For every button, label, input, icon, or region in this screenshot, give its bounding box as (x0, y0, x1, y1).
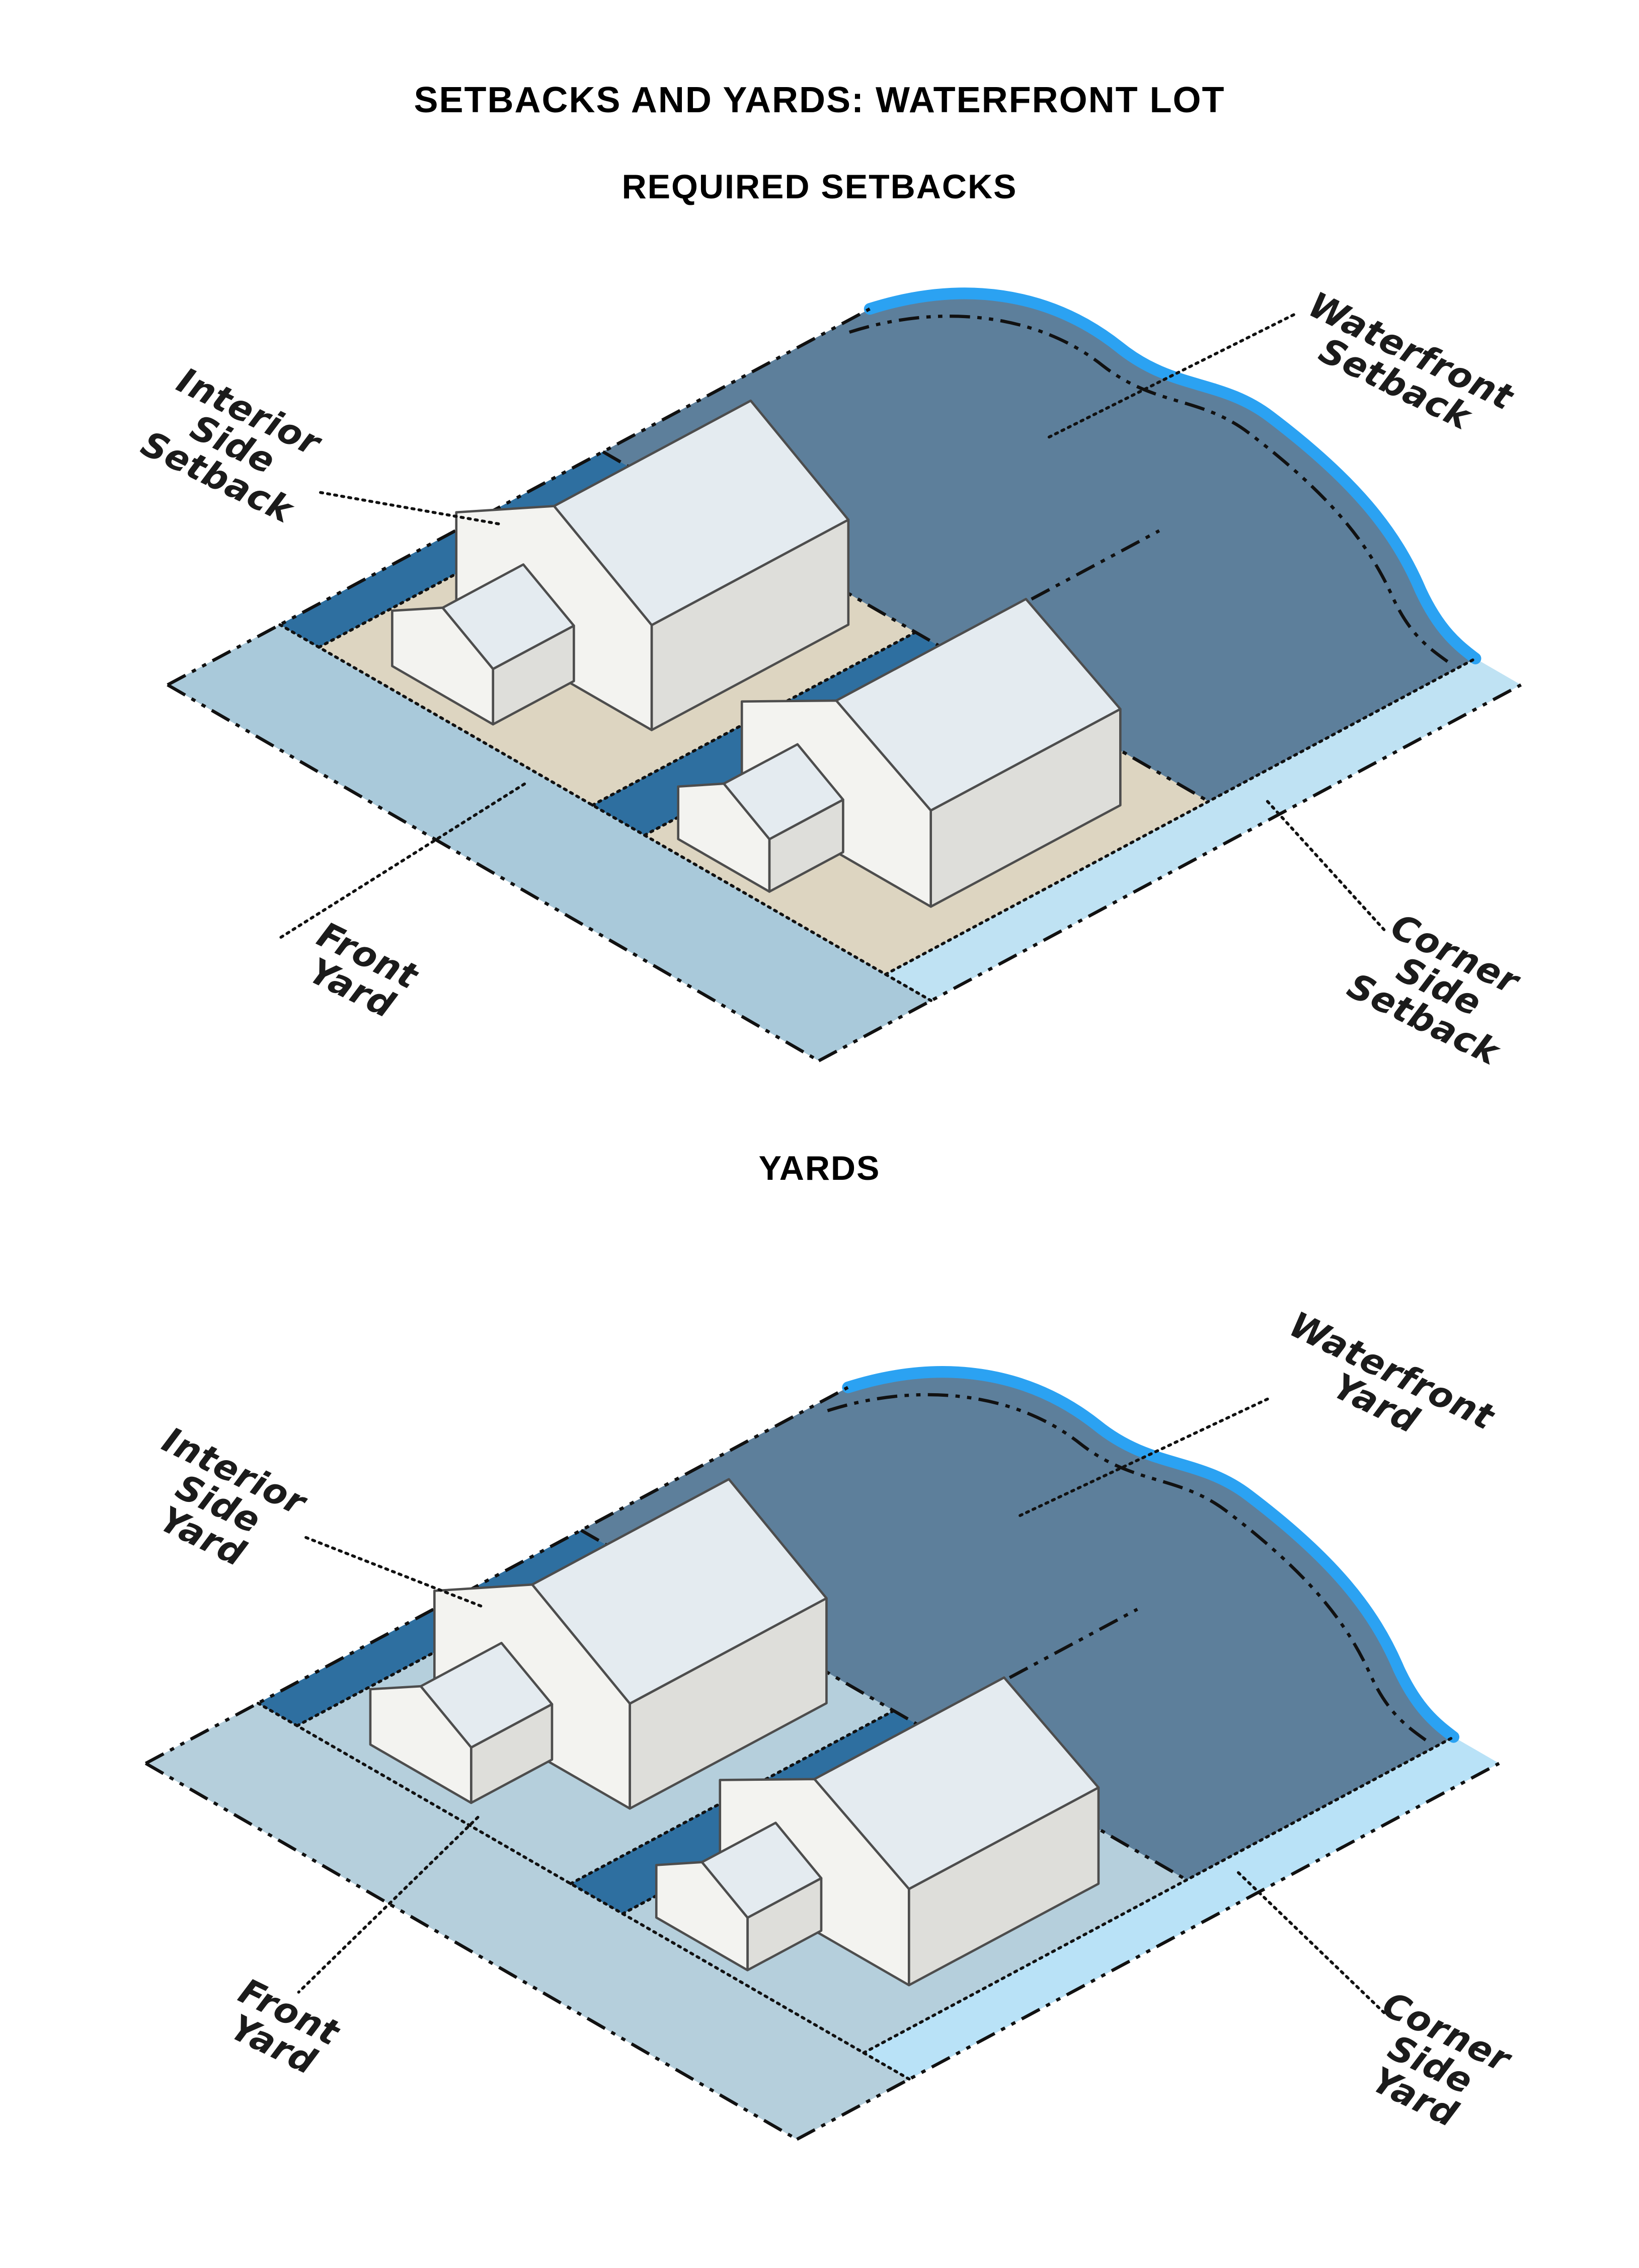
corner-side-lot-line (818, 683, 1522, 1063)
shoreline-wave (864, 287, 1481, 664)
yards-diagram (144, 1366, 1500, 2141)
side-lot-line-left (167, 307, 871, 687)
label-leader-line (1236, 1871, 1389, 2017)
label-leader-line (319, 491, 504, 526)
shoreline-dashed-line (848, 314, 1451, 664)
front-area (145, 1703, 909, 2140)
shoreline-wave (842, 1366, 1460, 1743)
side-lot-line-left (145, 1386, 849, 1765)
front-area (167, 625, 931, 1061)
label-leader-line (275, 782, 526, 942)
label-leader-line (1266, 800, 1386, 931)
label-leader-line (1047, 313, 1295, 439)
front-lot-line (144, 1762, 798, 2141)
corner-side-area (885, 658, 1521, 1001)
corner-side-lot-line (796, 1762, 1500, 2141)
front-lot-line (167, 683, 820, 1063)
heading-yards: YARDS (758, 1149, 881, 1187)
corner-side-area (864, 1736, 1500, 2079)
corner-side-line (862, 1735, 1455, 2055)
label-leader-line (304, 1536, 483, 1608)
label-leader-line (1018, 1397, 1269, 1518)
water-area (602, 293, 1475, 802)
required-setbacks-diagram (167, 287, 1522, 1063)
house-face (391, 607, 495, 726)
corner-side-line (884, 657, 1477, 976)
label-leader-line (297, 1816, 480, 1994)
page-title: SETBACKS AND YARDS: WATERFRONT LOT (414, 80, 1225, 120)
house-face (677, 782, 771, 893)
shoreline-dashed-line (827, 1393, 1429, 1743)
house-face (655, 1861, 749, 1972)
heading-required-setbacks: REQUIRED SETBACKS (621, 168, 1018, 206)
house-face (369, 1685, 473, 1804)
water-area (581, 1372, 1454, 1880)
